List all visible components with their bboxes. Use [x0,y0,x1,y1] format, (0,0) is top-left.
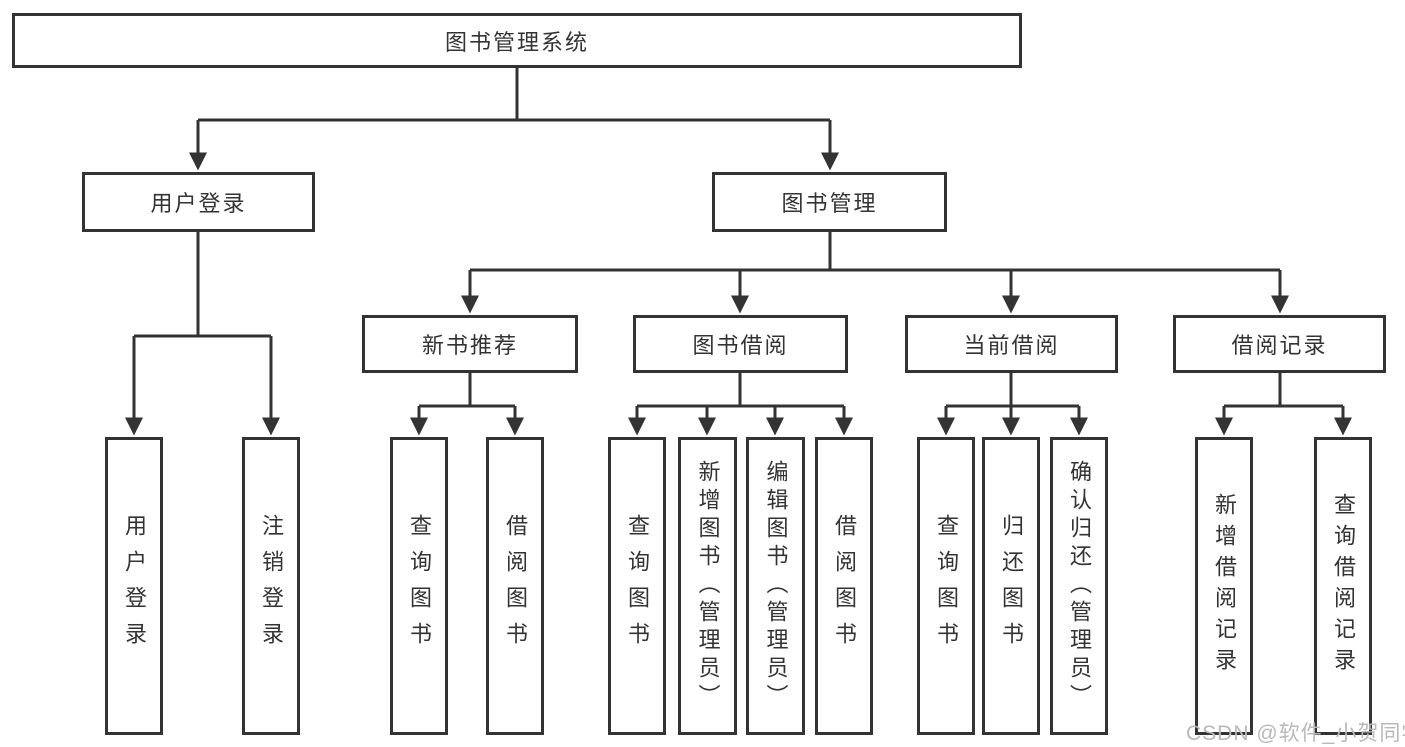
leaf-borrow-books-recommend: 借阅图书 [486,437,544,735]
leaf-query-books-borrow: 查询图书 [608,437,666,735]
node-label: 查询借阅记录 [1331,493,1356,679]
leaf-confirm-return-admin: 确认归还（管理员） [1050,437,1108,735]
node-library-management-system: 图书管理系统 [12,13,1022,68]
leaf-edit-books-admin: 编辑图书（管理员） [746,437,805,735]
leaf-query-books-recommend: 查询图书 [390,437,448,735]
node-label: 借阅图书 [832,514,857,658]
node-user-login: 用户登录 [82,172,315,232]
node-label: 用户登录 [122,514,147,658]
leaf-add-books-admin: 新增图书（管理员） [678,437,737,735]
node-label: 确认归还（管理员） [1067,460,1092,712]
node-borrowing-records: 借阅记录 [1173,315,1386,373]
leaf-borrow-books: 借阅图书 [815,437,873,735]
node-book-management: 图书管理 [712,172,947,232]
node-label: 图书管理 [781,191,878,216]
leaf-query-books-current: 查询图书 [917,437,975,735]
node-label: 新书推荐 [421,333,518,358]
node-label: 查询图书 [407,514,432,658]
node-label: 借阅记录 [1231,333,1328,358]
leaf-add-borrow-record: 新增借阅记录 [1195,437,1253,735]
node-current-borrowing: 当前借阅 [905,315,1118,373]
node-label: 查询图书 [625,514,650,658]
node-label: 借阅图书 [503,514,528,658]
node-label: 当前借阅 [963,333,1060,358]
node-label: 查询图书 [934,514,959,658]
node-label: 新增图书（管理员） [695,460,721,712]
node-label: 编辑图书（管理员） [763,460,789,712]
node-label: 图书借阅 [692,333,789,358]
node-book-borrowing: 图书借阅 [633,315,848,373]
node-label: 用户登录 [150,191,247,216]
leaf-user-login: 用户登录 [105,437,163,735]
node-label: 图书管理系统 [444,29,589,55]
leaf-logout: 注销登录 [242,437,300,735]
leaf-return-books: 归还图书 [982,437,1040,735]
node-label: 新增借阅记录 [1212,493,1237,679]
node-new-book-recommendation: 新书推荐 [362,315,578,373]
csdn-watermark: CSDN @软件_小贺同学 [1186,722,1405,745]
node-label: 注销登录 [259,514,284,658]
leaf-query-borrow-record: 查询借阅记录 [1314,437,1372,735]
node-label: 归还图书 [999,514,1024,658]
